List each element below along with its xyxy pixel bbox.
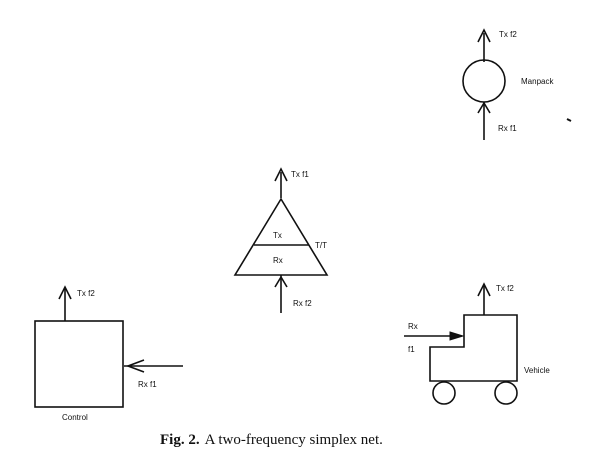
vehicle-body — [429, 314, 518, 382]
manpack-circle — [462, 59, 506, 103]
tt-name-label: T/T — [315, 241, 327, 250]
tt-rx-label: Rx f2 — [293, 299, 312, 308]
tt-rx-section-label: Rx — [273, 256, 283, 265]
caption-prefix: Fig. 2. — [160, 432, 200, 448]
control-tx-arrowhead — [58, 285, 72, 300]
vehicle-tx-label: Tx f2 — [496, 284, 514, 293]
manpack-rx-arrowhead — [477, 101, 491, 114]
vehicle-rx-label-line2: f1 — [408, 345, 415, 354]
tt-tx-section-label: Tx — [273, 231, 282, 240]
talkthrough-station: Tx f1 Tx Rx T/T Rx f2 — [233, 167, 329, 313]
vehicle-wheel-front — [494, 381, 518, 405]
manpack-station: Tx f2 Manpack Rx f1 — [462, 28, 554, 140]
figure-caption: Fig. 2. A two-frequency simplex net. — [160, 432, 383, 448]
control-station: Tx f2 Rx f1 Control — [34, 285, 183, 422]
vehicle-station: Tx f2 Rx f1 Vehicle — [404, 282, 550, 405]
vehicle-name-label: Vehicle — [524, 366, 550, 375]
control-rx-label: Rx f1 — [138, 380, 157, 389]
vehicle-wheel-rear — [432, 381, 456, 405]
manpack-rx-label: Rx f1 — [498, 124, 517, 133]
tt-tx-arrowhead — [274, 167, 288, 182]
vehicle-rx-arrowhead — [449, 331, 465, 341]
control-name-label: Control — [62, 413, 88, 422]
tt-tx-label: Tx f1 — [291, 170, 309, 179]
tt-rx-arrowhead — [274, 275, 288, 288]
caption-text: A two-frequency simplex net. — [205, 432, 383, 448]
scan-speck — [566, 118, 572, 122]
vehicle-tx-arrowhead — [477, 282, 491, 297]
control-tx-label: Tx f2 — [77, 289, 95, 298]
control-box — [34, 320, 124, 408]
manpack-name-label: Manpack — [521, 77, 554, 86]
control-rx-arrowhead — [125, 359, 145, 373]
manpack-tx-label: Tx f2 — [499, 30, 517, 39]
manpack-tx-arrowhead — [477, 28, 491, 43]
vehicle-rx-label-line1: Rx — [408, 322, 418, 331]
